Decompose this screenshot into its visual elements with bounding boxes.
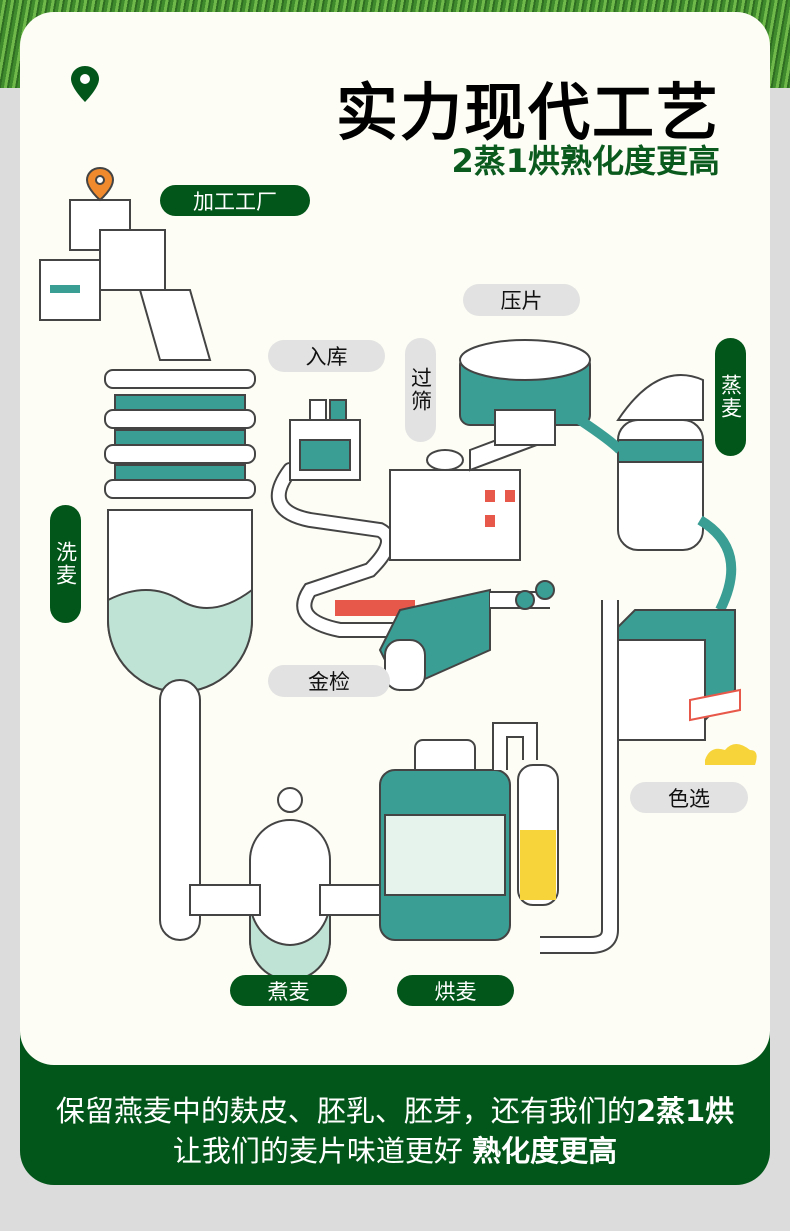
washer-tank: [104, 369, 256, 941]
factory-illustration: [39, 199, 212, 361]
boiler: [189, 787, 386, 981]
storage-machine: [289, 399, 361, 481]
step-label-flake: 压片: [463, 284, 580, 316]
step-label-storage: 入库: [268, 340, 385, 372]
step-label-bake: 烘麦: [397, 975, 514, 1006]
color-sorter: [540, 600, 757, 954]
conveyor-belts: [270, 462, 415, 638]
process-diagram: [39, 166, 757, 981]
step-label-color-sort: 色选: [630, 782, 748, 813]
location-pin-icon: [71, 66, 99, 102]
steamer-tank: [577, 374, 737, 613]
baker-machine: [379, 722, 559, 941]
metal-detector: [378, 580, 555, 692]
footer-line-1: 保留燕麦中的麸皮、胚乳、胚芽，还有我们的2蒸1烘: [55, 1094, 735, 1128]
step-label-sieve: 过筛: [405, 338, 436, 442]
step-label-factory: 加工工厂: [160, 185, 310, 216]
step-label-metal-check: 金检: [268, 665, 390, 697]
step-label-wash: 洗麦: [50, 505, 81, 623]
factory-pin-icon: [85, 166, 115, 202]
step-label-steam: 蒸麦: [715, 338, 746, 456]
page-title: 实力现代工艺: [335, 76, 720, 149]
footer-line-2: 让我们的麦片味道更好 熟化度更高: [172, 1134, 618, 1168]
step-label-boil: 煮麦: [230, 975, 347, 1006]
flaker-machine: [459, 339, 591, 446]
page-subtitle: 2蒸1烘熟化度更高: [451, 142, 720, 180]
